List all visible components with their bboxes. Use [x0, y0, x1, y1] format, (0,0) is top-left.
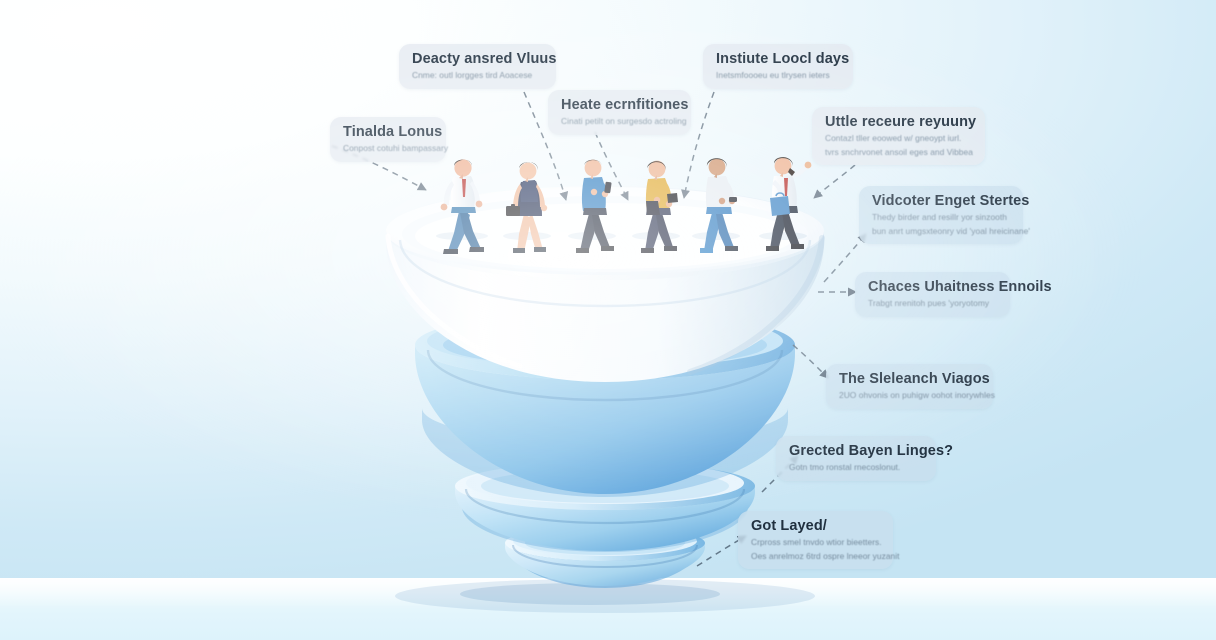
callout-card-2[interactable]: Deacty ansred Vluus Cnme: outl lorgges t…: [399, 44, 556, 89]
callout-subtitle: Inetsmfoooeu eu tlrysen ieters: [716, 70, 830, 80]
callout-title: Grected Bayen Linges?: [789, 443, 954, 459]
funnel-tier-3: [455, 462, 755, 552]
person-5: [700, 158, 738, 253]
callout-card-8[interactable]: The Sleleanch Viagos 2UO ohvonis on puhi…: [826, 364, 995, 409]
callout-title: Uttle receure reyuuny: [825, 114, 977, 130]
callout-subtitle-2: Oes anrelmoz 6trd ospre lneeor yuzanit: [751, 550, 900, 561]
connector-8: [792, 344, 829, 379]
callout-title: The Sleleanch Viagos: [839, 371, 990, 387]
callout-card-10[interactable]: Got Layed/ Crpross smel tnvdo wtior biee…: [738, 511, 900, 569]
callout-subtitle: Thedy birder and resillr yor sinzooth: [872, 212, 1007, 222]
callout-card-7[interactable]: Chaces Uhaitness Ennoils Trabgt nrenitoh…: [855, 272, 1052, 317]
callout-subtitle-2: bun anrt umgsxteonry vid 'yoal hreicinan…: [872, 225, 1030, 236]
callout-subtitle-2: tvrs snchrvonet ansoil eges and Vibbea: [825, 146, 973, 157]
callout-subtitle: Crpross smel tnvdo wtior bieetters.: [751, 537, 882, 547]
callout-card-6[interactable]: Vidcoter Enget Stertes Thedy birder and …: [859, 186, 1030, 244]
callout-card-4[interactable]: Instiute Loocl days Inetsmfoooeu eu tlry…: [703, 44, 853, 89]
callout-card-5[interactable]: Uttle receure reyuuny Contazl tller eoow…: [812, 107, 985, 165]
callout-subtitle: 2UO ohvonis on puhigw oohot inorywhles: [839, 390, 995, 400]
person-4: [641, 160, 678, 253]
callout-card-1[interactable]: Tinalda Lonus Conpost cotuhi bampassary: [330, 117, 449, 162]
callout-title: Vidcoter Enget Stertes: [872, 193, 1030, 209]
person-6: [766, 157, 812, 251]
callout-title: Heate ecrnfitiones: [561, 97, 689, 113]
callout-subtitle: Cinati petilt on surgesdo actroling: [561, 116, 687, 126]
person-1: [440, 159, 484, 254]
callout-title: Instiute Loocl days: [716, 51, 850, 67]
callout-card-9[interactable]: Grected Bayen Linges? Gotn tmo ronstal r…: [776, 436, 954, 481]
callout-subtitle: Contazl tller eoowed w/ gneoypt iurl.: [825, 133, 962, 143]
callout-subtitle: Cnme: outl lorgges tird Aoacese: [412, 70, 533, 80]
callout-title: Chaces Uhaitness Ennoils: [868, 279, 1052, 295]
callout-subtitle: Conpost cotuhi bampassary: [343, 143, 449, 153]
callout-title: Deacty ansred Vluus: [412, 51, 557, 67]
connector-5: [813, 164, 856, 199]
callout-card-3[interactable]: Heate ecrnfitiones Cinati petilt on surg…: [548, 90, 691, 135]
connector-3: [594, 131, 629, 201]
funnel-tier-1: [385, 186, 825, 382]
callout-subtitle: Gotn tmo ronstal rnecoslonut.: [789, 462, 901, 472]
funnel-tier-2: [415, 311, 795, 497]
floor-plane: [0, 578, 1216, 640]
person-2: [506, 162, 548, 253]
person-3: [576, 159, 614, 253]
callout-subtitle: Trabgt nrenitoh pues 'yoryotomy: [868, 298, 990, 308]
callout-title: Got Layed/: [751, 518, 827, 534]
callout-title: Tinalda Lonus: [343, 124, 443, 140]
